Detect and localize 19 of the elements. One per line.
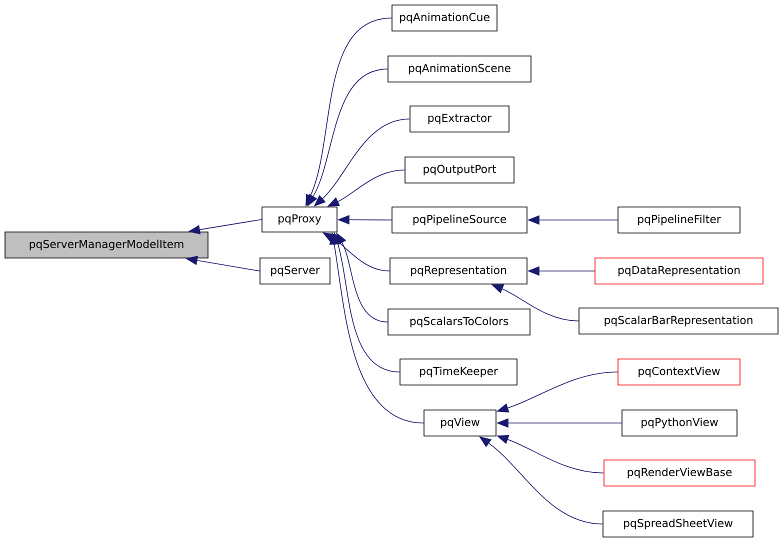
- class-box: pqPipelineSource: [392, 206, 528, 234]
- class-box: pqRenderViewBase: [604, 460, 756, 486]
- class-box: pqView: [424, 410, 496, 436]
- class-box: pqServerManagerModelItem: [4, 232, 208, 258]
- class-box: pqScalarsToColors: [388, 308, 530, 336]
- class-box: pqRepresentation: [390, 258, 528, 284]
- class-box: pqExtractor: [410, 106, 510, 132]
- class-box: pqOutputPort: [404, 156, 514, 184]
- class-box: pqDataRepresentation: [594, 258, 764, 284]
- class-box: pqServer: [260, 258, 330, 284]
- class-box: pqAnimationScene: [388, 56, 532, 82]
- class-box: pqAnimationCue: [392, 4, 498, 32]
- class-box: pqSpreadSheetView: [602, 510, 754, 538]
- class-box: pqPipelineFilter: [618, 206, 740, 234]
- class-box: pqScalarBarRepresentation: [578, 308, 778, 334]
- class-box: pqTimeKeeper: [400, 358, 518, 386]
- class-box: pqPythonView: [622, 410, 738, 436]
- class-box: pqProxy: [262, 206, 338, 232]
- class-box: pqContextView: [618, 358, 740, 386]
